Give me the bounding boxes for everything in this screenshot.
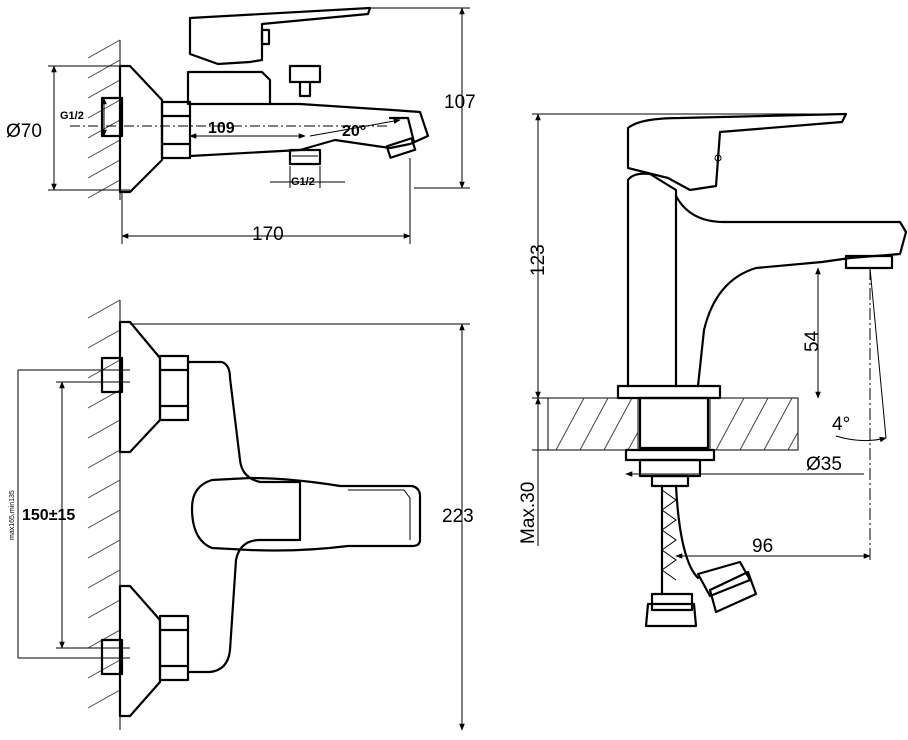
basin-mixer-view: 123 54 4° Ø35 Max.30 96 (518, 112, 908, 628)
mixer-body (188, 102, 430, 158)
cartridge-body (186, 70, 272, 106)
wall-flange (118, 64, 164, 194)
handle-cap (260, 28, 271, 46)
dim-height-front-label: 223 (442, 506, 474, 527)
hose-right-fitting (696, 560, 752, 598)
spout-tip (388, 116, 416, 144)
fixing-bracket (638, 396, 710, 450)
bottom-nut (158, 614, 190, 682)
fixing-washer (624, 448, 716, 462)
bottom-inlet-nipple (100, 638, 124, 676)
dim-spout-angle-label: 20° (342, 123, 366, 140)
mixer-spout (674, 194, 908, 388)
dim-spout-reach-label: 96 (752, 536, 773, 557)
dim-height-label: 107 (444, 92, 476, 113)
dim-hole-dia-label: Ø35 (806, 454, 842, 475)
dim-spout-reach-label: 109 (208, 120, 235, 137)
hose-left-fitting (650, 592, 694, 612)
dim-range-note: max165,min135 (9, 490, 16, 540)
dim-spout-height-label: 54 (802, 330, 823, 352)
bath-mixer-front-view: 150±15 max165,min135 223 (9, 299, 474, 731)
wall-hatch-bottom (87, 299, 121, 730)
diverter-knob (288, 64, 322, 98)
aerator (385, 137, 417, 159)
dim-centres-label: 150±15 (22, 507, 75, 524)
hose-connector (650, 474, 690, 488)
shower-outlet (288, 148, 322, 166)
dim-width-label: 170 (252, 224, 284, 245)
lever-handle (188, 6, 372, 66)
hose-right (674, 484, 700, 580)
dim-outlet-thread-label: G1/2 (291, 176, 315, 188)
aerator (844, 254, 894, 270)
dim-flange-label: Ø70 (6, 121, 42, 142)
lever-handle-front (190, 476, 422, 552)
lever-handle (626, 112, 848, 192)
bottom-flange (118, 584, 162, 718)
dim-max-thickness-label: Max.30 (518, 482, 539, 544)
hose-left-nut (644, 602, 698, 628)
connection-nut (160, 100, 192, 160)
countertop-section (547, 397, 799, 451)
mixer-column (626, 172, 678, 388)
dim-inlet-thread-label: G1/2 (60, 110, 84, 122)
dim-total-height-label: 123 (528, 244, 549, 276)
top-flange (118, 320, 162, 454)
top-nut (158, 354, 190, 422)
handle-screw (714, 154, 722, 162)
dim-spray-angle-label: 4° (832, 414, 850, 435)
top-inlet-nipple (100, 356, 124, 394)
mixer-body-front (186, 360, 302, 674)
bath-mixer-side-view: 107 Ø70 G1/2 109 20° G1/2 170 (6, 6, 476, 245)
hose-right-nut (708, 570, 758, 614)
mixer-base (616, 384, 722, 400)
